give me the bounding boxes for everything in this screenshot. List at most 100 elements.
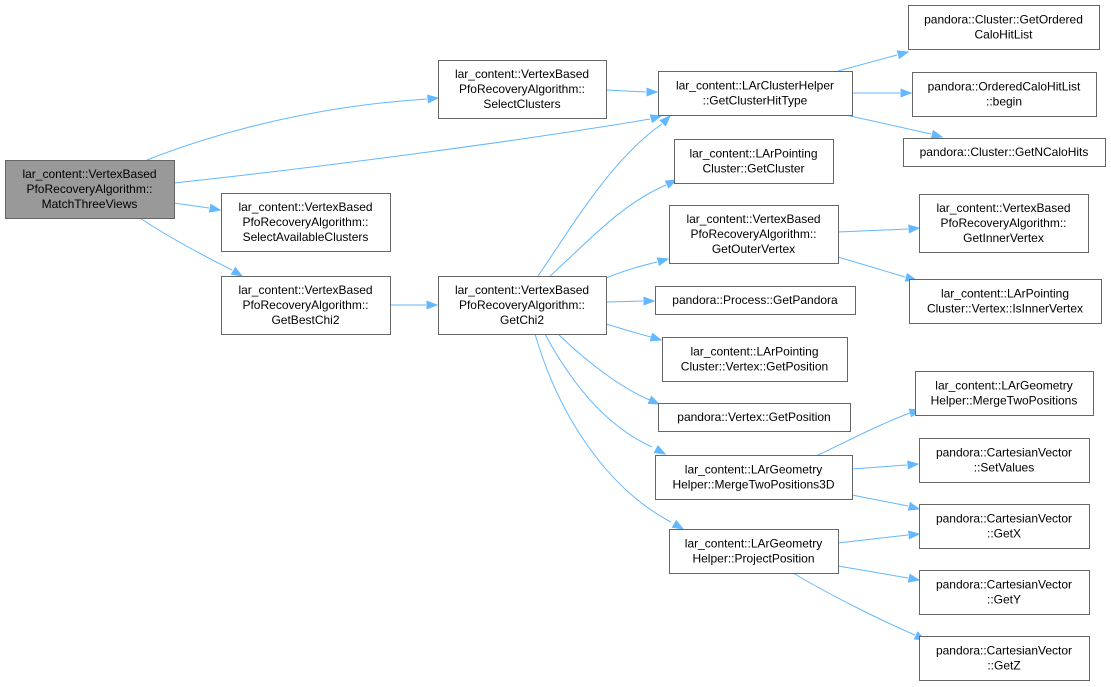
edge-line <box>173 202 210 209</box>
node-box <box>669 529 839 574</box>
node-select-available-clusters[interactable]: lar_content::VertexBasedPfoRecoveryAlgor… <box>221 193 391 252</box>
edge-get-chi2-to-get-outer-vertex <box>603 257 670 280</box>
edge-get-chi2-to-pointing-vertex-get-position <box>605 323 663 342</box>
node-vertex-get-position[interactable]: pandora::Vertex::GetPosition <box>658 403 851 432</box>
node-label-line: pandora::CartesianVector <box>936 578 1072 592</box>
node-box <box>662 337 848 382</box>
edge-arrowhead <box>208 203 222 213</box>
edge-line <box>173 118 651 184</box>
edge-get-chi2-to-get-pandora <box>605 296 656 306</box>
edge-arrowhead <box>427 94 440 104</box>
node-select-clusters[interactable]: lar_content::VertexBasedPfoRecoveryAlgor… <box>438 60 607 119</box>
edge-get-chi2-to-project-position <box>534 333 685 530</box>
edge-arrowhead <box>230 266 244 277</box>
node-label-line: PfoRecoveryAlgorithm:: <box>459 82 585 96</box>
node-merge-two-positions-3d[interactable]: lar_content::LArGeometryHelper::MergeTwo… <box>655 455 853 500</box>
node-label-line: lar_content::LArPointing <box>690 345 818 359</box>
edge-merge-two-positions-3d-to-set-values <box>851 460 920 470</box>
edge-line <box>549 184 667 277</box>
edge-arrowhead <box>896 50 910 60</box>
node-box <box>908 5 1100 50</box>
node-pointing-vertex-get-position[interactable]: lar_content::LArPointingCluster::Vertex:… <box>662 337 848 382</box>
edge-match-three-views-to-select-clusters <box>146 94 440 161</box>
node-match-three-views[interactable]: lar_content::VertexBasedPfoRecoveryAlgor… <box>5 160 175 219</box>
node-label-line: ::SetValues <box>974 461 1034 475</box>
node-is-inner-vertex[interactable]: lar_content::LArPointingCluster::Vertex:… <box>909 279 1102 324</box>
node-label-line: pandora::OrderedCaloHitList <box>928 80 1081 94</box>
node-box <box>655 286 856 315</box>
edge-arrowhead <box>659 115 671 127</box>
nodes-layer: lar_content::VertexBasedPfoRecoveryAlgor… <box>5 5 1106 681</box>
node-get-best-chi2[interactable]: lar_content::VertexBasedPfoRecoveryAlgor… <box>221 276 391 335</box>
node-get-cluster-hit-type[interactable]: lar_content::LArClusterHelper::GetCluste… <box>658 71 853 116</box>
node-merge-two-positions[interactable]: lar_content::LArGeometryHelper::MergeTwo… <box>915 371 1094 416</box>
edge-line <box>544 333 653 448</box>
node-project-position[interactable]: lar_content::LArGeometryHelper::ProjectP… <box>669 529 839 574</box>
edge-select-clusters-to-get-cluster-hit-type <box>605 87 659 97</box>
node-box <box>909 279 1102 324</box>
edge-arrowhead <box>908 530 921 540</box>
edge-line <box>605 300 644 303</box>
node-pointing-get-cluster[interactable]: lar_content::LArPointingCluster::GetClus… <box>674 139 834 184</box>
node-label-line: Cluster::GetCluster <box>702 162 804 176</box>
edge-project-position-to-get-x <box>837 530 921 544</box>
edge-arrowhead <box>649 332 663 342</box>
node-label-line: lar_content::VertexBased <box>238 283 372 297</box>
node-box <box>919 194 1089 253</box>
node-get-pandora[interactable]: pandora::Process::GetPandora <box>655 286 856 315</box>
edge-project-position-to-get-y <box>837 565 921 583</box>
node-get-z[interactable]: pandora::CartesianVector::GetZ <box>919 636 1090 681</box>
node-get-x[interactable]: pandora::CartesianVector::GetX <box>919 504 1090 549</box>
node-box <box>438 60 607 119</box>
node-label-line: Helper::MergeTwoPositions3D <box>672 478 834 492</box>
edge-line <box>139 217 233 271</box>
node-label-line: pandora::Cluster::GetNCaloHits <box>920 145 1089 159</box>
edge-get-cluster-hit-type-to-get-ordered-calo-hit-list <box>837 50 910 72</box>
edge-line <box>851 464 908 470</box>
edge-arrowhead <box>646 87 659 97</box>
edge-get-cluster-hit-type-to-ordered-calo-hit-list-begin <box>852 88 913 98</box>
node-get-outer-vertex[interactable]: lar_content::VertexBasedPfoRecoveryAlgor… <box>669 205 839 264</box>
edge-arrowhead <box>907 501 921 511</box>
edge-arrowhead <box>907 460 920 470</box>
node-label-line: ::GetClusterHitType <box>703 94 808 108</box>
edge-match-three-views-to-select-available-clusters <box>173 202 222 213</box>
edge-get-best-chi2-to-get-chi2 <box>390 300 439 310</box>
edge-get-outer-vertex-to-get-inner-vertex <box>837 224 921 234</box>
node-label-line: lar_content::LArGeometry <box>685 537 822 551</box>
edge-merge-two-positions-3d-to-get-x <box>851 494 921 511</box>
node-set-values[interactable]: pandora::CartesianVector::SetValues <box>919 438 1090 483</box>
node-box <box>669 205 839 264</box>
node-get-y[interactable]: pandora::CartesianVector::GetY <box>919 570 1090 615</box>
node-box <box>919 570 1090 615</box>
edge-arrowhead <box>656 257 670 267</box>
edge-line <box>146 98 428 161</box>
edge-line <box>817 412 911 456</box>
edge-line <box>537 123 663 277</box>
node-label-line: lar_content::VertexBased <box>936 201 1070 215</box>
edge-line <box>605 323 652 338</box>
edge-get-chi2-to-get-cluster-hit-type <box>537 115 671 277</box>
node-box <box>919 504 1090 549</box>
node-label-line: GetChi2 <box>500 313 544 327</box>
node-label-line: GetOuterVertex <box>712 242 795 256</box>
edge-arrowhead <box>908 224 921 234</box>
node-get-inner-vertex[interactable]: lar_content::VertexBasedPfoRecoveryAlgor… <box>919 194 1089 253</box>
edge-get-chi2-to-merge-two-positions-3d <box>544 333 667 455</box>
node-get-chi2[interactable]: lar_content::VertexBasedPfoRecoveryAlgor… <box>438 276 607 335</box>
node-label-line: CaloHitList <box>974 28 1033 42</box>
node-ordered-calo-hit-list-begin[interactable]: pandora::OrderedCaloHitList::begin <box>912 72 1097 117</box>
node-box <box>221 193 391 252</box>
node-label-line: lar_content::LArPointing <box>941 287 1069 301</box>
node-box <box>658 71 853 116</box>
edge-line <box>534 333 672 523</box>
node-label-line: lar_content::VertexBased <box>455 67 589 81</box>
edges-layer <box>139 50 944 641</box>
node-get-n-calo-hits[interactable]: pandora::Cluster::GetNCaloHits <box>903 138 1106 167</box>
node-label-line: PfoRecoveryAlgorithm:: <box>690 227 816 241</box>
edge-match-three-views-to-get-cluster-hit-type <box>173 114 663 184</box>
edge-arrowhead <box>649 114 663 124</box>
edge-match-three-views-to-get-best-chi2 <box>139 217 244 277</box>
edge-line <box>792 572 916 636</box>
